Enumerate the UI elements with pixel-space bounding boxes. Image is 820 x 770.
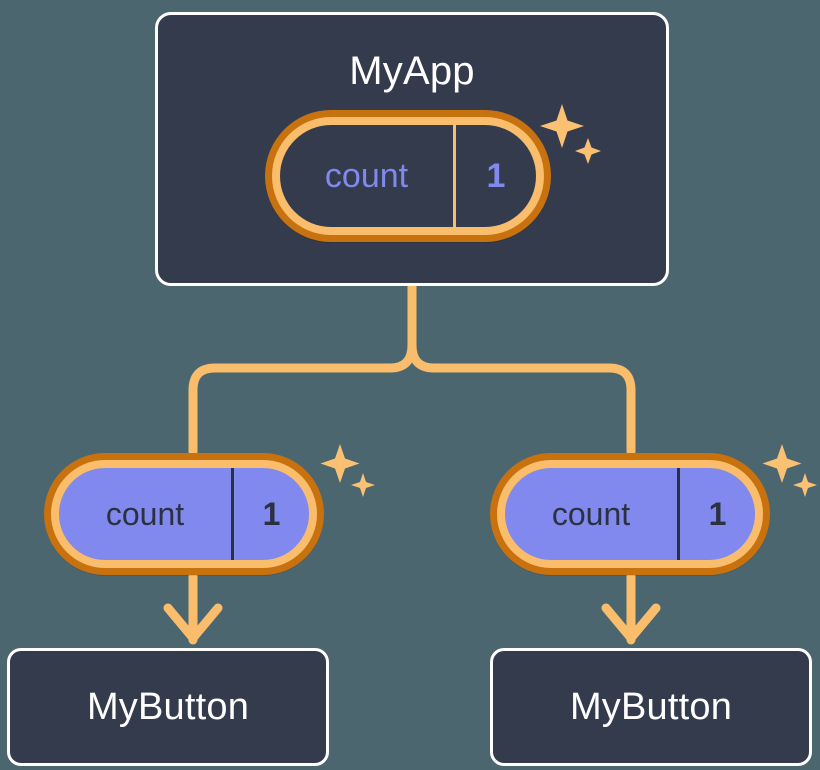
pill-inner-ring: count 1 (272, 117, 544, 235)
state-pill-myapp[interactable]: count 1 (265, 110, 551, 242)
pill-body: count 1 (280, 125, 536, 227)
component-label: MyButton (86, 685, 250, 728)
state-key: count (105, 495, 185, 532)
state-pill-child-left[interactable]: count 1 (44, 453, 324, 575)
state-value: 1 (453, 125, 536, 227)
component-card-mybutton-right[interactable]: MyButton (490, 648, 812, 766)
pill-body: count 1 (505, 468, 755, 560)
state-key: count (551, 495, 631, 532)
state-value: 1 (677, 468, 755, 560)
sparkle-icon (793, 473, 817, 497)
component-card-mybutton-left[interactable]: MyButton (7, 648, 329, 766)
sparkle-icon (320, 444, 360, 483)
state-key: count (324, 156, 409, 195)
pill-inner-ring: count 1 (51, 460, 317, 568)
component-label: MyButton (569, 685, 733, 728)
state-pill-child-right[interactable]: count 1 (490, 453, 770, 575)
sparkle-group-left (316, 440, 386, 512)
pill-body: count 1 (59, 468, 309, 560)
sparkle-icon (351, 473, 375, 497)
page-title: MyApp (349, 49, 475, 93)
sparkle-icon (762, 444, 802, 483)
pill-inner-ring: count 1 (497, 460, 763, 568)
state-value: 1 (231, 468, 309, 560)
